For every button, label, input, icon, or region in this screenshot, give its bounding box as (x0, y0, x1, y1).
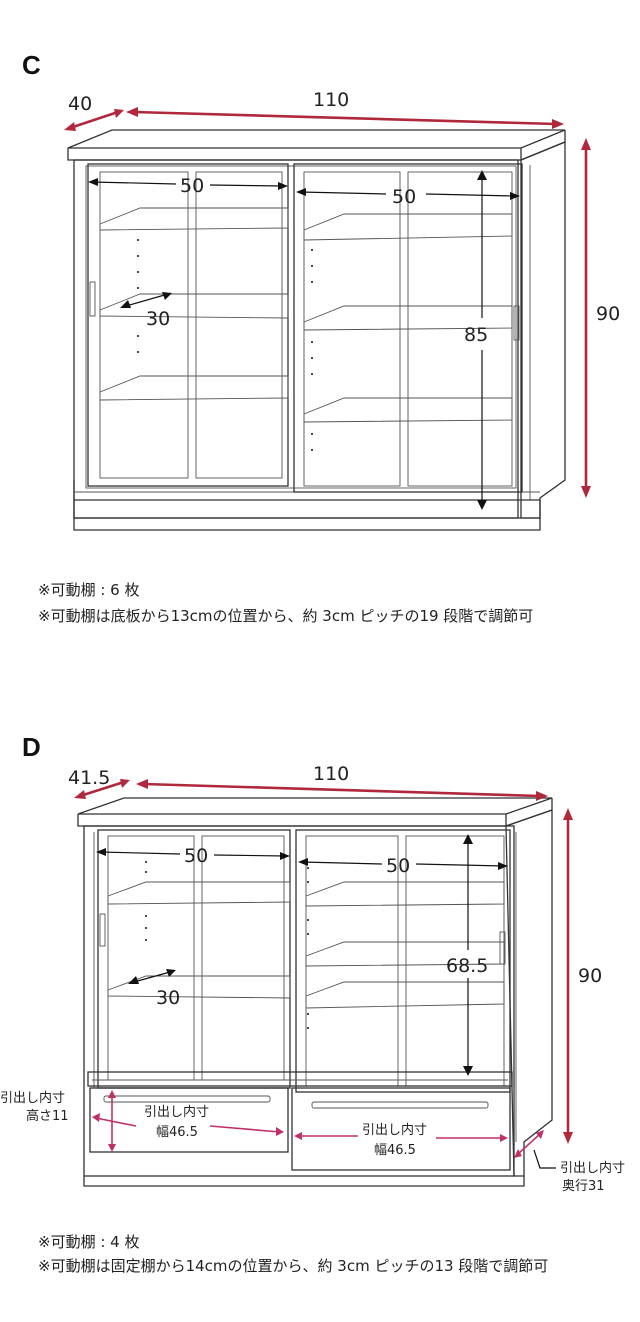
d-height-label: 90 (578, 965, 602, 987)
d-drawer-width-value: 幅46.5 (156, 1125, 198, 1140)
d-drawer-width-title: 引出し内寸 (144, 1104, 209, 1120)
d-drawer-depth-title: 引出し内寸 (560, 1160, 625, 1176)
d-door-left-label: 50 (184, 845, 208, 867)
c-note-2: ※可動棚は底板から13cmの位置から、約 3cm ピッチの19 段階で調節可 (38, 607, 534, 625)
d-drawer-width-value-right: 幅46.5 (374, 1143, 416, 1158)
d-drawer-height-value: 高さ11 (26, 1108, 69, 1124)
d-drawer-depth-value: 奥行31 (562, 1179, 605, 1194)
d-door-right-label: 50 (386, 855, 410, 877)
c-depth-label: 40 (68, 93, 92, 115)
c-inner-height-label: 85 (464, 324, 488, 346)
c-height-label: 90 (596, 303, 620, 325)
c-door-left-label: 50 (180, 175, 204, 197)
d-width-label: 110 (313, 763, 349, 785)
d-note-2: ※可動棚は固定棚から14cmの位置から、約 3cm ピッチの13 段階で調節可 (38, 1257, 549, 1275)
c-note-1: ※可動棚 : 6 枚 (38, 581, 140, 599)
d-depth-label: 41.5 (68, 767, 110, 789)
d-inner-height-label: 68.5 (446, 955, 488, 977)
c-width-label: 110 (313, 89, 349, 111)
d-note-1: ※可動棚 : 4 枚 (38, 1233, 140, 1251)
section-letter-c: C (22, 50, 41, 80)
cabinet-d-diagram: 41.5 110 90 50 50 30 68.5 引出し内寸 高さ11 引出し… (0, 763, 625, 1194)
d-drawer-height-title: 引出し内寸 (0, 1090, 65, 1106)
d-drawer-width-title-right: 引出し内寸 (362, 1122, 427, 1138)
cabinet-c-diagram: 40 110 90 50 50 30 85 (64, 89, 620, 531)
section-letter-d: D (22, 732, 41, 762)
c-door-right-label: 50 (392, 186, 416, 208)
d-shelf-depth-label: 30 (156, 987, 180, 1009)
c-shelf-depth-label: 30 (146, 308, 170, 330)
